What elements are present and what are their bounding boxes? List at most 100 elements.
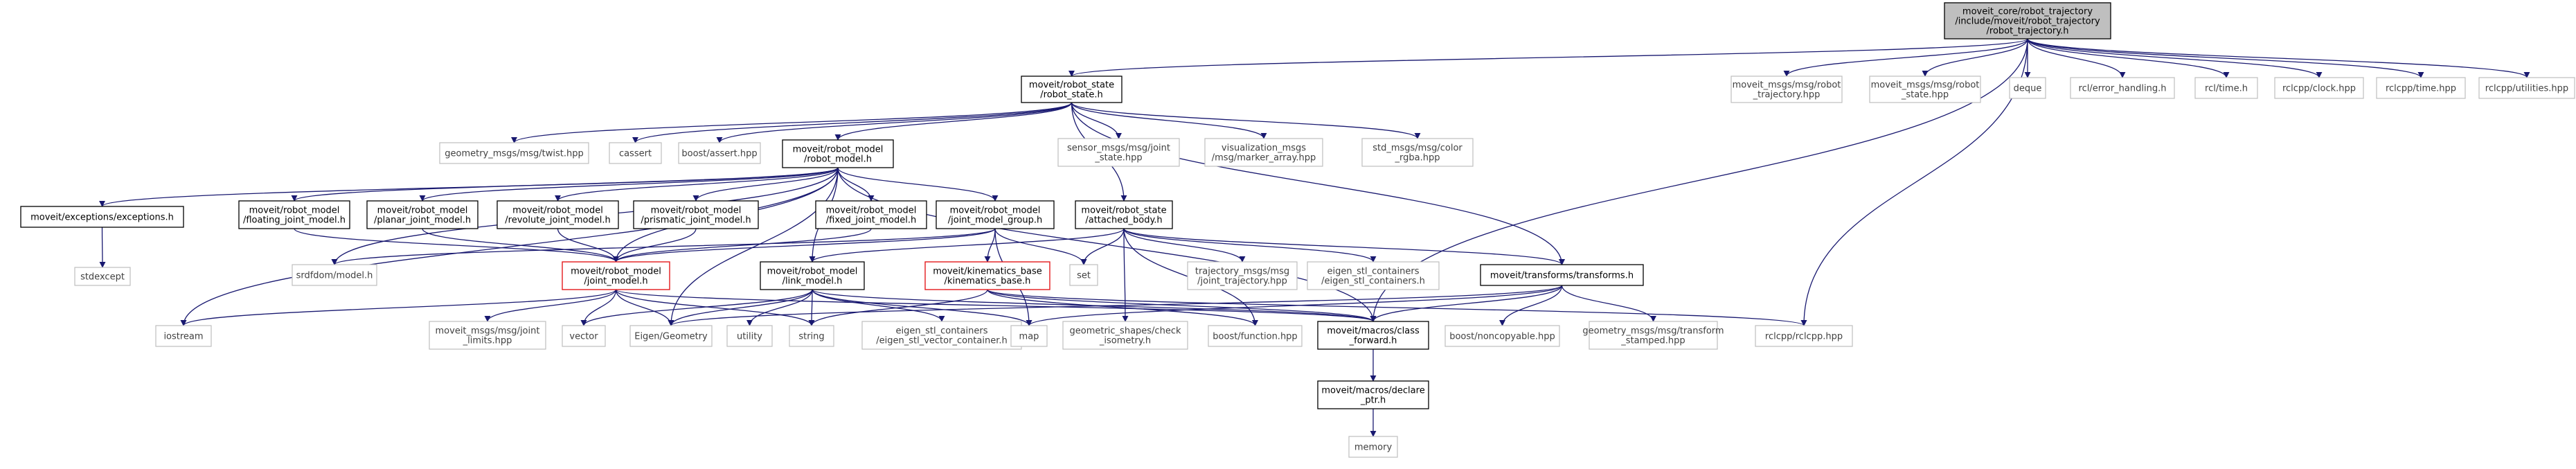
- edge-kinematics-base-to-boost-function: [987, 289, 1258, 326]
- node-transforms[interactable]: moveit/transforms/transforms.h: [1480, 264, 1644, 286]
- edge-root-to-robot-state-msg: [1922, 38, 2028, 77]
- node-box: [20, 206, 184, 228]
- node-joint-state[interactable]: sensor_msgs/msg/joint_state.hpp: [1057, 138, 1180, 167]
- node-label-line: moveit/kinematics_base: [933, 267, 1042, 277]
- edge-link-model-to-eigen-vector: [812, 289, 945, 322]
- edge-revolute-to-joint-model: [557, 228, 620, 263]
- edge-jmg-to-kinematics-base: [984, 228, 996, 263]
- node-box: [2478, 77, 2575, 99]
- node-label-line: moveit_core/robot_trajectory: [1962, 7, 2093, 17]
- edge-robot-model-to-jmg: [837, 167, 999, 202]
- node-box: [789, 325, 834, 347]
- node-transform-stamped[interactable]: geometry_msgs/msg/transform_stamped.hpp: [1582, 321, 1724, 350]
- edge-robot-state-to-boost-assert: [716, 102, 1073, 143]
- node-floating[interactable]: moveit/robot_model/floating_joint_model.…: [238, 200, 350, 229]
- node-jmg[interactable]: moveit/robot_model/joint_model_group.h: [936, 200, 1055, 229]
- node-marker-array[interactable]: visualization_msgs/msg/marker_array.hpp: [1204, 138, 1323, 167]
- node-box: [1075, 200, 1173, 229]
- node-label-line: moveit/transforms/transforms.h: [1490, 271, 1634, 281]
- node-rclcpp[interactable]: rclcpp/rclcpp.hpp: [1755, 325, 1853, 347]
- edge-robot-state-to-transforms: [1071, 102, 1566, 265]
- node-eigen-geometry[interactable]: Eigen/Geometry: [629, 325, 713, 347]
- node-string[interactable]: string: [789, 325, 834, 347]
- node-rclcpp-time[interactable]: rclcpp/time.hpp: [2376, 77, 2466, 99]
- node-box: [238, 200, 350, 229]
- node-joint-limits[interactable]: moveit_msgs/msg/joint_limits.hpp: [429, 321, 546, 350]
- node-label-line: rclcpp/time.hpp: [2386, 84, 2456, 94]
- edge-robot-state-to-robot-model: [834, 102, 1073, 141]
- node-link-model[interactable]: moveit/robot_model/link_model.h: [760, 261, 865, 290]
- node-label-line: rclcpp/rclcpp.hpp: [1765, 332, 1843, 342]
- edge-robot-model-to-eigen-geometry: [668, 167, 839, 326]
- node-label-line: std_msgs/msg/color: [1372, 143, 1463, 154]
- node-label-line: /attached_body.h: [1085, 215, 1162, 226]
- edge-attached-to-set: [1080, 228, 1125, 265]
- node-label-line: moveit/robot_model: [793, 145, 884, 155]
- node-robot-state[interactable]: moveit/robot_state/robot_state.h: [1021, 76, 1122, 103]
- node-memory[interactable]: memory: [1348, 436, 1398, 458]
- node-label-line: /revolute_joint_model.h: [505, 215, 610, 226]
- node-srdfdom[interactable]: srdfdom/model.h: [292, 264, 377, 286]
- node-iostream[interactable]: iostream: [155, 325, 212, 347]
- edge-transforms-to-noncopyable: [1499, 285, 1563, 326]
- node-box: [74, 267, 131, 286]
- node-rclcpp-utilities[interactable]: rclcpp/utilities.hpp: [2478, 77, 2575, 99]
- edge-transforms-to-class-forward: [1370, 285, 1563, 322]
- node-planar[interactable]: moveit/robot_model/planar_joint_model.h: [366, 200, 478, 229]
- node-attached[interactable]: moveit/robot_state/attached_body.h: [1075, 200, 1173, 229]
- edge-joint-model-to-iostream: [180, 289, 617, 326]
- node-utility[interactable]: utility: [726, 325, 773, 347]
- node-rcl-time[interactable]: rcl/time.h: [2194, 77, 2258, 99]
- edge-robot-model-to-revolute: [555, 167, 839, 202]
- node-declare-ptr[interactable]: moveit/macros/declare_ptr.h: [1317, 380, 1429, 409]
- node-eigen-containers[interactable]: eigen_stl_containers/eigen_stl_container…: [1307, 261, 1440, 290]
- node-color-rgba[interactable]: std_msgs/msg/color_rgba.hpp: [1361, 138, 1474, 167]
- node-check-iso[interactable]: geometric_shapes/check_isometry.h: [1062, 321, 1188, 350]
- node-fixed[interactable]: moveit/robot_model/fixed_joint_model.h: [815, 200, 927, 229]
- node-label-line: _trajectory.hpp: [1753, 90, 1821, 100]
- node-deque[interactable]: deque: [2009, 77, 2046, 99]
- node-revolute[interactable]: moveit/robot_model/revolute_joint_model.…: [497, 200, 619, 229]
- node-set[interactable]: set: [1069, 264, 1098, 286]
- node-box: [1589, 321, 1718, 350]
- node-vector[interactable]: vector: [562, 325, 606, 347]
- node-box: [497, 200, 619, 229]
- edge-joint-model-to-joint-limits: [484, 289, 617, 322]
- node-class-forward[interactable]: moveit/macros/class_forward.h: [1317, 321, 1429, 350]
- node-noncopyable[interactable]: boost/noncopyable.hpp: [1444, 325, 1560, 347]
- node-box: [562, 325, 606, 347]
- node-box: [1208, 325, 1303, 347]
- node-label-line: stdexcept: [80, 272, 125, 283]
- node-boost-assert[interactable]: boost/assert.hpp: [678, 142, 761, 164]
- node-robot-trajectory-msg[interactable]: moveit_msgs/msg/robot_trajectory.hpp: [1730, 76, 1843, 103]
- node-box: [2274, 77, 2364, 99]
- node-label-line: Eigen/Geometry: [634, 332, 708, 342]
- node-label-line: /eigen_stl_containers.h: [1321, 276, 1425, 287]
- node-eigen-vector[interactable]: eigen_stl_containers/eigen_stl_vector_co…: [861, 321, 1022, 350]
- node-robot-state-msg[interactable]: moveit_msgs/msg/robot_state.hpp: [1869, 76, 1981, 103]
- node-boost-function[interactable]: boost/function.hpp: [1208, 325, 1303, 347]
- node-root[interactable]: moveit_core/robot_trajectory/include/mov…: [1944, 2, 2111, 39]
- edge-robot-state-to-joint-state: [1071, 102, 1122, 139]
- node-label-line: rcl/error_handling.h: [2079, 84, 2167, 94]
- node-box: [815, 200, 927, 229]
- node-map[interactable]: map: [1010, 325, 1048, 347]
- node-rclcpp-clock[interactable]: rclcpp/clock.hpp: [2274, 77, 2364, 99]
- edge-link-model-to-vector: [580, 289, 813, 326]
- node-exceptions[interactable]: moveit/exceptions/exceptions.h: [20, 206, 184, 228]
- node-robot-model[interactable]: moveit/robot_model/robot_model.h: [782, 139, 894, 168]
- node-cassert[interactable]: cassert: [609, 142, 662, 164]
- node-prismatic[interactable]: moveit/robot_model/prismatic_joint_model…: [633, 200, 759, 229]
- node-label-line: _state.hpp: [1094, 153, 1142, 163]
- node-twist[interactable]: geometry_msgs/msg/twist.hpp: [439, 142, 589, 164]
- node-label-line: /msg/marker_array.hpp: [1212, 153, 1316, 163]
- edge-floating-to-joint-model: [294, 228, 619, 263]
- node-rcl-error[interactable]: rcl/error_handling.h: [2070, 77, 2175, 99]
- node-joint-model[interactable]: moveit/robot_model/joint_model.h: [562, 261, 670, 290]
- node-stdexcept[interactable]: stdexcept: [74, 267, 131, 286]
- node-label-line: moveit/macros/class: [1327, 326, 1420, 337]
- node-label-line: eigen_stl_containers: [1327, 267, 1420, 277]
- node-traj-msg[interactable]: trajectory_msgs/msg/joint_trajectory.hpp: [1187, 261, 1298, 290]
- edge-robot-model-to-prismatic: [692, 167, 839, 202]
- node-kinematics-base[interactable]: moveit/kinematics_base/kinematics_base.h: [924, 261, 1050, 290]
